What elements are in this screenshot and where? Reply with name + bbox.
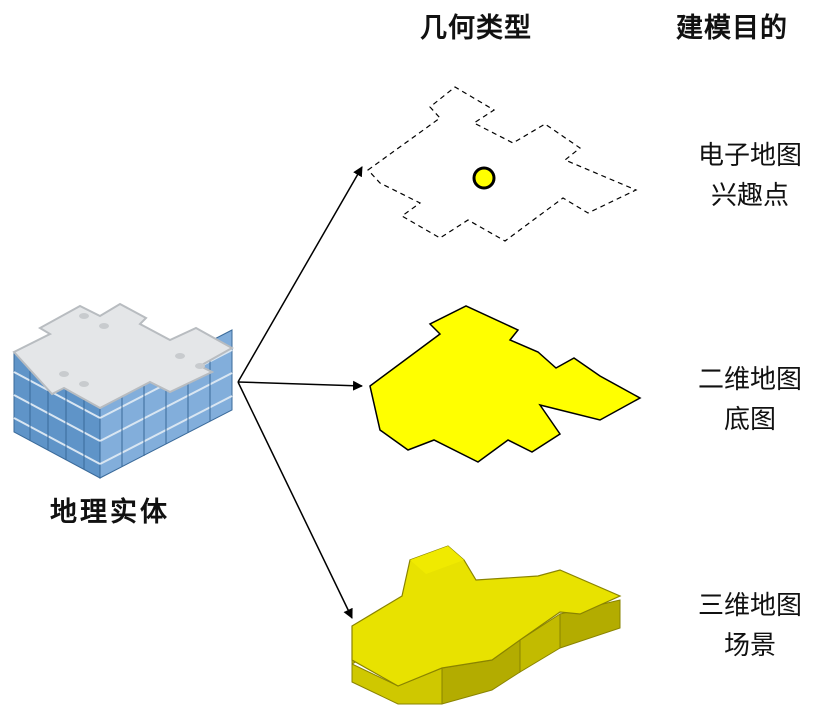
arrow-to-3d bbox=[237, 381, 353, 619]
arrow-to-polygon bbox=[237, 380, 363, 391]
polygon-geometry-icon bbox=[369, 305, 642, 463]
purpose-3d-line2: 场景 bbox=[723, 631, 776, 661]
point-geometry-icon bbox=[367, 86, 638, 242]
3d-geometry-icon bbox=[351, 545, 622, 705]
arrow-to-point bbox=[237, 166, 363, 383]
purpose-3d-line1: 三维地图 bbox=[697, 591, 802, 621]
entity-label: 地理实体 bbox=[50, 497, 170, 528]
purpose-poi-line2: 兴趣点 bbox=[710, 181, 789, 211]
header-modeling-purpose: 建模目的 bbox=[676, 13, 788, 44]
purpose-2d-line2: 底图 bbox=[723, 405, 776, 435]
purpose-poi-line1: 电子地图 bbox=[697, 141, 802, 171]
purpose-2d-line1: 二维地图 bbox=[697, 365, 802, 395]
poi-point bbox=[472, 166, 496, 190]
header-geometry-type: 几何类型 bbox=[420, 13, 532, 44]
building-icon bbox=[12, 302, 235, 479]
